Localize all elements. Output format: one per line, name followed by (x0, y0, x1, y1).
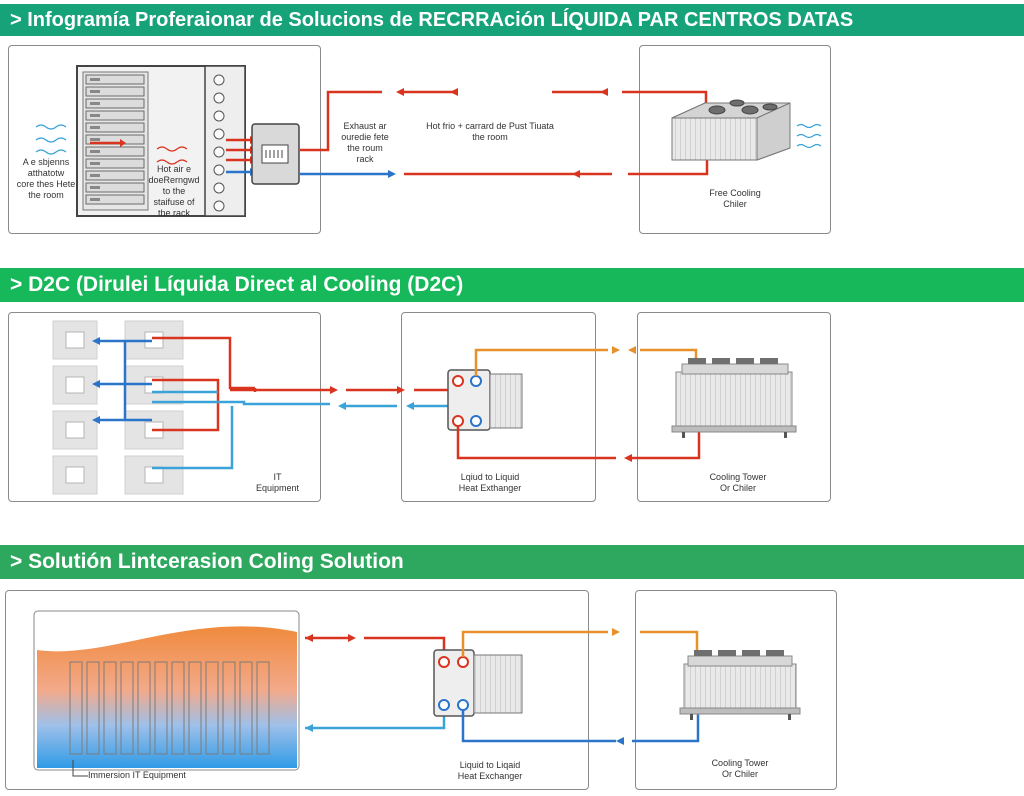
rear-door-heat-exchanger (251, 123, 300, 185)
section-air-cooling-banner: > Infogramía Proferaionar de Solucions d… (0, 4, 1024, 36)
free-cooling-chiller (671, 99, 822, 161)
room-air-label: A e sbjenns atthatotw core thes Hete the… (16, 157, 76, 200)
d2c-heat-exchanger (447, 369, 523, 431)
immersion-secondary-loop (461, 628, 700, 745)
section1-piping (300, 88, 709, 178)
exhaust-air-label: Exhaust ar ouredie fete the roum rack (341, 121, 389, 164)
immersion-heat-exchanger-label: Liquid to Liqaid Heat Exchanger (457, 760, 523, 781)
chiller-label: Free Cooling Chiler (709, 188, 761, 209)
server-rack (76, 65, 246, 217)
hot-return-label: Hot frio + carrard de Pust Tiuata the ro… (426, 121, 554, 142)
immersion-heat-exchanger (433, 649, 523, 717)
d2c-secondary-loop (456, 346, 701, 462)
section-immersion-banner: > Solutión Lintcerasion Coling Solution (0, 545, 1024, 579)
immersion-piping (305, 634, 446, 732)
immersion-cooling-tower-label: Cooling Tower Or Chiler (711, 758, 769, 779)
d2c-cooling-tower-label: Cooling Tower Or Chiler (709, 472, 767, 493)
immersion-it-label: Immersion IT Equipment (88, 770, 186, 780)
d2c-heat-exchanger-label: Lqiud to Liquid Heat Exthanger (458, 472, 522, 493)
section-d2c-banner: > D2C (Dirulei Líquida Direct al Cooling… (0, 268, 1024, 302)
d2c-server-boards (52, 320, 184, 495)
hot-air-label: Hot air e doeRerngwd to the staifuse of … (148, 164, 200, 218)
d2c-cooling-tower (671, 358, 797, 438)
room-air-waves (35, 124, 188, 165)
d2c-manifold-pipes (92, 336, 452, 470)
immersion-cooling-tower (679, 650, 801, 720)
it-equipment-label: IT Equipment (255, 472, 300, 493)
immersion-tank (33, 610, 300, 777)
